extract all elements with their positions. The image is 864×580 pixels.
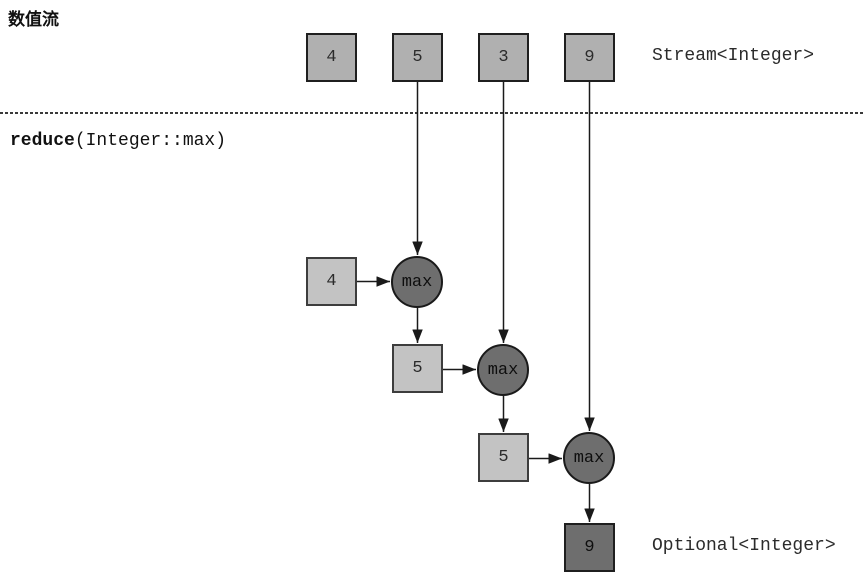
result-box: 9 <box>564 523 615 572</box>
reduce-operation-args: (Integer::max) <box>74 131 227 151</box>
reduce-operation-name: reduce <box>10 131 75 151</box>
stream-value-box: 4 <box>306 33 357 82</box>
max-operation-circle: max <box>477 344 529 396</box>
stream-value-box: 3 <box>478 33 529 82</box>
accumulator-box: 5 <box>478 433 529 482</box>
result-type-label: Optional<Integer> <box>652 536 836 556</box>
accumulator-box: 5 <box>392 344 443 393</box>
accumulator-box: 4 <box>306 257 357 306</box>
reduce-operation-label: reduce(Integer::max) <box>10 131 226 151</box>
stream-type-label: Stream<Integer> <box>652 46 815 66</box>
stream-value-box: 9 <box>564 33 615 82</box>
max-operation-circle: max <box>391 256 443 308</box>
stream-value-box: 5 <box>392 33 443 82</box>
max-operation-circle: max <box>563 432 615 484</box>
diagram-title: 数值流 <box>8 10 59 29</box>
